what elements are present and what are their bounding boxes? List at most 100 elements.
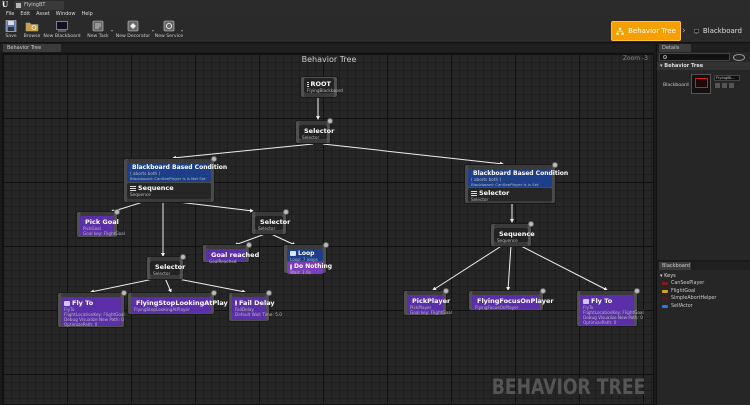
execution-index-badge: [266, 290, 272, 296]
fly-to-left-node[interactable]: Fly To FlyTo FlightLocationKey: FlightGo…: [57, 290, 127, 328]
fail-delay-node[interactable]: Fail Delay FailDelay Default Wait Time: …: [228, 290, 282, 322]
right-selector-node[interactable]: Blackboard Based Condition ( aborts both…: [464, 162, 568, 204]
wire-seq-flyingfocus: [506, 244, 512, 291]
wire-seq-flyto: [518, 244, 608, 291]
selector-top-node[interactable]: Selector Selector: [295, 118, 334, 144]
behavior-tree-asset-icon: [16, 3, 21, 8]
execution-index-badge: [323, 242, 329, 248]
document-tab[interactable]: FlyingBT: [14, 1, 64, 10]
fly-to-right-title: Fly To: [583, 297, 631, 305]
root-node[interactable]: ROOT FlyingBlackboard: [300, 76, 343, 98]
flying-stop-node[interactable]: FlyingStopLookingAtPlayer FlyingStopLook…: [127, 290, 235, 315]
selector-low-node[interactable]: Selector Selector: [146, 254, 186, 280]
title-bar: U FlyingBT: [0, 0, 750, 10]
flying-focus-node[interactable]: FlyingFocusOnPlayer FlyingFocusOnPlayer: [468, 288, 554, 311]
pick-goal-title: Pick Goal: [85, 218, 119, 226]
zoom-level: Zoom -3: [622, 55, 648, 62]
keys-header[interactable]: ▾ Keys: [660, 273, 676, 279]
pick-player-node[interactable]: PickPlayer PickPlayer Goal key: FlightGo…: [403, 288, 452, 316]
flying-stop-sub: FlyingStopLookingAtPlayer: [134, 307, 190, 312]
search-icon: [663, 55, 667, 59]
pick-goal-node[interactable]: Pick Goal PickGoal Goal key: FlightGoal: [76, 209, 125, 238]
root-icon: [307, 81, 309, 87]
new-service-button[interactable]: New Service: [154, 19, 184, 42]
tab-behavior-tree[interactable]: Behavior Tree: [3, 44, 61, 52]
wire-low-flyingstop: [164, 277, 172, 293]
graph-title: Behavior Tree: [301, 55, 357, 64]
left-sequence-body: Sequence Sequence: [127, 183, 211, 199]
key-row-selfactor[interactable]: SelfActor: [657, 303, 750, 311]
blackboard-asset-picker[interactable]: FlyingBl...: [714, 75, 740, 81]
unreal-logo: U: [2, 0, 9, 9]
vector-key-icon: [662, 289, 668, 293]
new-service-icon: [163, 20, 175, 32]
new-task-dropdown-icon[interactable]: ▾: [111, 28, 114, 33]
use-selected-icon[interactable]: [715, 83, 720, 88]
loop-decorator[interactable]: Loop Loop: 7 loops: [287, 249, 323, 262]
new-task-icon: [92, 20, 104, 32]
pick-player-sub1: PickPlayer: [410, 305, 432, 310]
menu-file[interactable]: File: [6, 11, 15, 17]
selector-mid-node[interactable]: Selector Selector: [251, 209, 290, 235]
new-blackboard-button[interactable]: New Blackboard: [43, 19, 81, 42]
left-sequence-title: Sequence: [130, 184, 208, 192]
menu-help[interactable]: Help: [81, 11, 93, 17]
right-selector-sub: Selector: [471, 197, 489, 202]
browse-asset-icon[interactable]: [722, 83, 727, 88]
new-decorator-button[interactable]: New Decorator: [114, 19, 152, 42]
blackboard-mode-button[interactable]: Blackboard: [690, 21, 746, 41]
key-row-canseeplayer[interactable]: CanSeePlayer: [657, 280, 750, 288]
goal-reached-node[interactable]: Goal reached GoalReached: [202, 242, 259, 264]
left-sequence-node[interactable]: Blackboard Based Condition ( aborts both…: [123, 156, 227, 203]
selector-top-sub: Selector: [302, 135, 320, 140]
flying-focus-sub: FlyingFocusOnPlayer: [475, 305, 519, 310]
keys-collapse-icon: ▾: [660, 273, 665, 279]
sequence-right-title: Sequence: [499, 230, 535, 238]
fail-delay-title: Fail Delay: [235, 299, 275, 307]
fly-to-right-sub1: FlyTo: [583, 305, 594, 310]
blackboard-asset-thumbnail[interactable]: [691, 74, 711, 94]
menu-edit[interactable]: Edit: [20, 11, 31, 17]
loop-do-nothing-node[interactable]: Loop Loop: 7 loops Do Nothing Wait: 1.0s: [283, 242, 332, 275]
key-row-flightgoal[interactable]: FlightGoal: [657, 288, 750, 296]
new-blackboard-label: New Blackboard: [43, 34, 81, 39]
tab-blackboard[interactable]: Blackboard: [659, 262, 691, 270]
new-decorator-icon: [127, 20, 139, 32]
browse-button[interactable]: Browse: [22, 19, 42, 42]
blackboard-asset-row: Blackboard FlyingBl...: [657, 70, 750, 100]
menu-bar: File Edit Asset Window Help: [0, 10, 750, 18]
do-nothing-task[interactable]: Do Nothing Wait: 1.0s: [287, 262, 332, 275]
decorator-icon: [290, 251, 296, 256]
sequence-right-node[interactable]: Sequence Sequence: [490, 221, 535, 247]
fly-to-left-sub1: FlyTo: [64, 307, 75, 312]
sequence-icon: [130, 185, 136, 191]
task-icon: [64, 300, 70, 306]
key-row-simpleaborthelper[interactable]: SimpleAbortHelper: [657, 295, 750, 303]
browse-label: Browse: [23, 34, 41, 39]
root-output-pin[interactable]: [304, 93, 334, 97]
clear-asset-icon[interactable]: [729, 83, 734, 88]
details-search-input[interactable]: [659, 53, 730, 61]
eye-icon[interactable]: [733, 54, 745, 61]
new-service-dropdown-icon[interactable]: ▾: [181, 28, 184, 33]
right-blackboard-condition-decorator[interactable]: Blackboard Based Condition ( aborts both…: [468, 169, 568, 187]
left-blackboard-condition-decorator[interactable]: Blackboard Based Condition ( aborts both…: [127, 163, 227, 182]
fly-to-right-node[interactable]: Fly To FlyTo FlightLocationKey: FlightGo…: [576, 288, 644, 327]
menu-asset[interactable]: Asset: [36, 11, 50, 17]
flying-focus-title: FlyingFocusOnPlayer: [477, 297, 554, 305]
execution-index-badge: [114, 209, 120, 215]
behavior-tree-graph[interactable]: Behavior Tree Zoom -3 ROOT FlyingBlackbo…: [2, 53, 654, 405]
tab-details[interactable]: Details: [659, 44, 691, 52]
save-button[interactable]: Save: [2, 19, 20, 42]
fail-delay-sub1: FailDelay: [235, 307, 254, 312]
behavior-tree-mode-button[interactable]: Behavior Tree: [611, 21, 681, 41]
do-nothing-sub: Wait: 1.0s: [290, 270, 311, 275]
behavior-tree-mode-label: Behavior Tree: [628, 27, 676, 35]
behavior-tree-section-header[interactable]: ▾ Behavior Tree: [657, 62, 750, 70]
menu-window[interactable]: Window: [55, 11, 76, 17]
wire-selector-right: [322, 143, 504, 166]
execution-index-badge: [121, 290, 127, 296]
new-decorator-dropdown-icon[interactable]: ▾: [152, 28, 155, 33]
new-service-label: New Service: [154, 34, 184, 39]
new-task-button[interactable]: New Task: [84, 19, 112, 42]
